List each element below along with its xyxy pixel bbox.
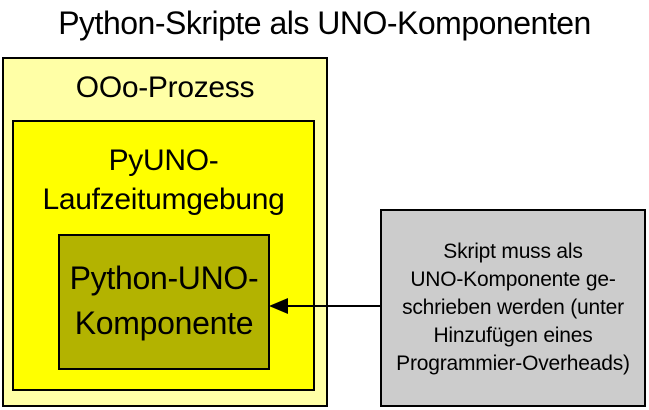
- pyuno-runtime-label-line1: PyUNO-: [108, 144, 219, 177]
- note-line-2: UNO-Komponente ge-: [410, 268, 616, 291]
- pyuno-runtime-label: PyUNO- Laufzeitumgebung: [12, 141, 315, 219]
- note-line-4: Hinzufügen eines: [433, 324, 593, 347]
- note-box: Skript muss als UNO-Komponente ge- schri…: [380, 209, 646, 407]
- page-title: Python-Skripte als UNO-Komponenten: [58, 5, 591, 41]
- pyuno-runtime-label-line2: Laufzeitumgebung: [42, 183, 285, 216]
- note-line-5: Programmier-Overheads): [396, 352, 630, 375]
- ooo-process-label: OOo-Prozess: [75, 71, 255, 104]
- note-line-1: Skript muss als: [443, 240, 583, 263]
- python-uno-component-label-line1: Python-UNO-: [69, 260, 259, 296]
- python-uno-component-label: Python-UNO- Komponente: [58, 256, 270, 346]
- python-uno-component-label-line2: Komponente: [74, 305, 254, 341]
- note-text: Skript muss als UNO-Komponente ge- schri…: [396, 238, 630, 378]
- note-line-3: schrieben werden (unter: [402, 296, 624, 319]
- python-uno-component-box: [58, 234, 270, 370]
